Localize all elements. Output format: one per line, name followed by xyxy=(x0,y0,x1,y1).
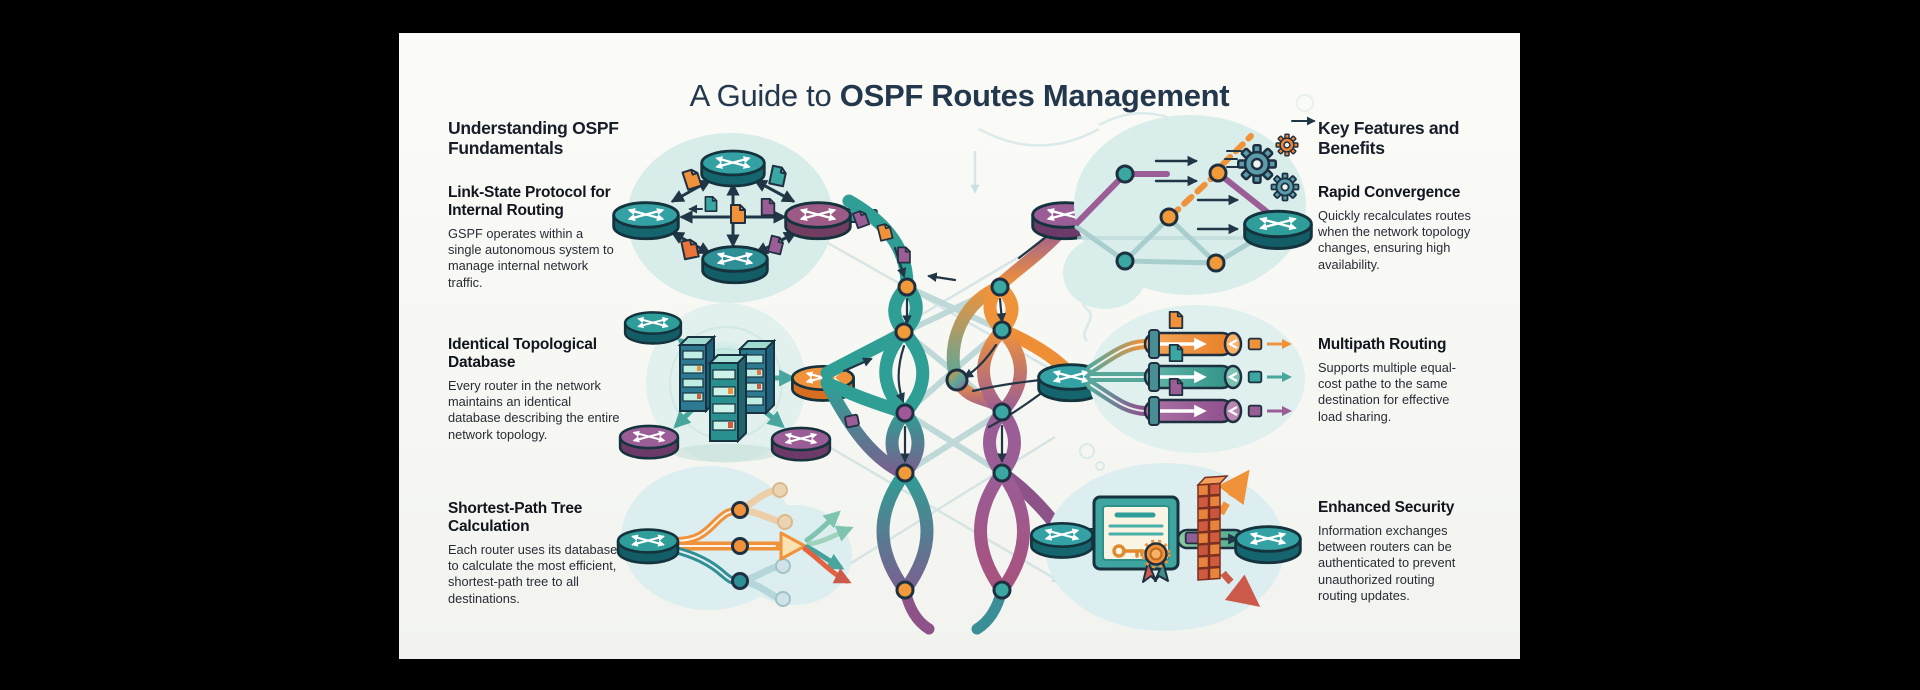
section-body: Supports multiple equal-cost pathe to th… xyxy=(1318,359,1456,424)
pipe-purple xyxy=(1143,377,1293,426)
merge-arrowhead xyxy=(779,531,807,561)
router-icon xyxy=(1031,523,1092,557)
section-body: GSPF operates within a single autonomous… xyxy=(448,225,614,290)
topology-database-sync-illustration xyxy=(620,303,854,463)
certificate-icon xyxy=(1092,495,1180,583)
section-link-state: Link-State Protocol for Internal Routing… xyxy=(448,184,620,291)
section-title: Link-State Protocol for Internal Routing xyxy=(448,184,611,219)
router-icon xyxy=(1245,211,1312,248)
section-title: Multipath Routing xyxy=(1318,336,1447,353)
router-icon xyxy=(702,151,765,186)
section-title: Rapid Convergence xyxy=(1318,184,1461,201)
section-multipath-routing: Multipath Routing Supports multiple equa… xyxy=(1318,336,1476,425)
gear-icon xyxy=(1270,172,1300,202)
section-body: Quickly recalculates routes when the net… xyxy=(1318,207,1471,272)
link-state-exchange-illustration xyxy=(614,133,878,303)
server-stack-icon xyxy=(677,334,777,444)
section-topological-database: Identical Topological Database Every rou… xyxy=(448,336,620,443)
router-icon xyxy=(1236,527,1301,563)
ospf-diagram xyxy=(399,94,1316,635)
section-rapid-convergence: Rapid Convergence Quickly recalculates r… xyxy=(1318,184,1476,273)
router-icon xyxy=(772,428,830,460)
section-body: Information exchanges between routers ca… xyxy=(1318,522,1456,603)
left-column-heading: Understanding OSPF Fundamentals xyxy=(448,118,619,158)
right-column-heading: Key Features and Benefits xyxy=(1318,118,1460,158)
infographic-panel: A Guide to OSPF Routes Management Unders… xyxy=(399,33,1520,659)
pipe-orange xyxy=(1143,310,1293,359)
router-icon xyxy=(786,203,851,239)
router-icon xyxy=(614,203,679,239)
key-icon xyxy=(1112,544,1145,558)
title-prefix: A Guide to xyxy=(689,77,840,113)
section-body: Every router in the network maintains an… xyxy=(448,377,620,442)
section-title: Identical Topological Database xyxy=(448,336,597,371)
section-shortest-path: Shortest-Path Tree Calculation Each rout… xyxy=(448,500,620,607)
section-title: Shortest-Path Tree Calculation xyxy=(448,500,583,535)
multipath-pipes-illustration xyxy=(1086,305,1305,453)
seal-ribbon-icon xyxy=(1141,539,1171,583)
speed-arrows xyxy=(1154,116,1316,235)
page-title: A Guide to OSPF Routes Management xyxy=(399,78,1520,114)
gear-icon xyxy=(1237,144,1277,184)
title-emphasis: OSPF Routes Management xyxy=(839,77,1230,113)
rapid-convergence-illustration xyxy=(1063,115,1316,309)
firewall-icon xyxy=(1196,475,1229,581)
security-certificate-illustration xyxy=(1031,463,1300,631)
section-title: Enhanced Security xyxy=(1318,499,1455,516)
core-route-mesh-illustration xyxy=(820,194,1106,635)
shortest-path-tree-illustration xyxy=(618,466,854,610)
router-icon xyxy=(625,312,681,343)
section-body: Each router uses its database to calcula… xyxy=(448,541,618,606)
gear-icon xyxy=(1275,133,1299,157)
router-icon xyxy=(703,247,768,283)
pipe-teal xyxy=(1143,343,1293,392)
router-icon xyxy=(620,426,678,458)
router-icon xyxy=(618,530,678,563)
section-enhanced-security: Enhanced Security Information exchanges … xyxy=(1318,499,1476,604)
